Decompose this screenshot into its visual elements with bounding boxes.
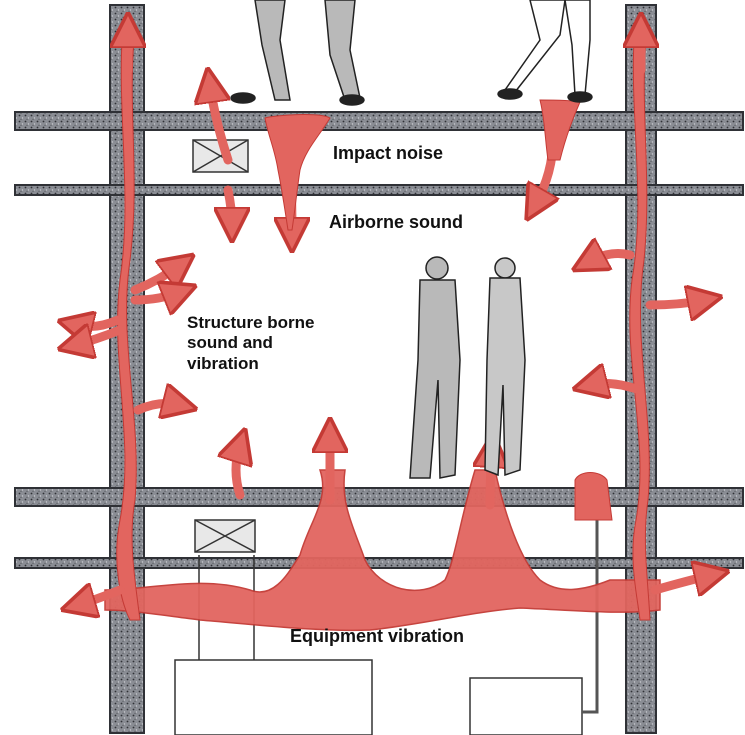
label-structure-line3: vibration <box>187 354 357 374</box>
label-equipment-vibration: Equipment vibration <box>290 626 464 648</box>
equipment-box-left <box>175 660 372 735</box>
equipment-box-right <box>470 678 582 735</box>
label-structure-borne: Structure borne sound and vibration <box>187 313 357 374</box>
label-structure-line1: Structure borne <box>187 313 357 333</box>
label-impact-noise: Impact noise <box>333 143 443 165</box>
walking-legs-left <box>231 0 364 105</box>
walking-legs-right <box>498 0 592 102</box>
person-left <box>410 257 460 478</box>
hanger-box-lower <box>195 520 255 552</box>
label-structure-line2: sound and <box>187 333 357 353</box>
label-airborne-sound: Airborne sound <box>329 212 463 234</box>
person-right <box>485 258 525 475</box>
impact-noise-shape <box>265 115 330 230</box>
